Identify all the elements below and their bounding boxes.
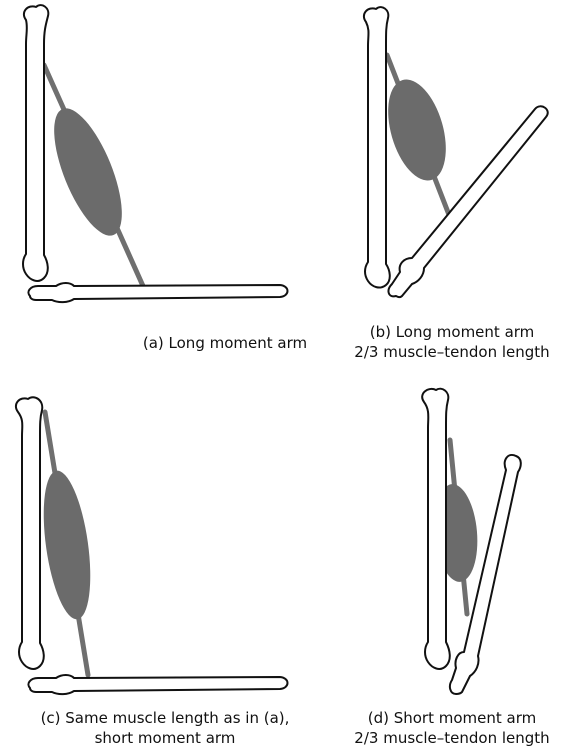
- panel-a-muscle-belly: [40, 100, 135, 244]
- panel-b-muscle-belly: [378, 73, 457, 187]
- panel-d-upper-bone: [422, 389, 450, 669]
- panel-c-lower-bone: [28, 675, 287, 694]
- panel-c-upper-bone: [16, 397, 44, 669]
- panel-c-caption-line2: short moment arm: [0, 728, 330, 748]
- panel-d-caption-line2: 2/3 muscle–tendon length: [330, 728, 574, 748]
- panel-c-caption-line1: (c) Same muscle length as in (a),: [0, 708, 330, 728]
- panel-b-caption: (b) Long moment arm 2/3 muscle–tendon le…: [330, 322, 574, 362]
- panel-b-upper-bone: [364, 7, 390, 287]
- panel-a-caption-line1: (a) Long moment arm: [120, 333, 330, 353]
- panel-d: [422, 389, 521, 694]
- panel-b-caption-line2: 2/3 muscle–tendon length: [330, 342, 574, 362]
- panel-c: [16, 397, 288, 694]
- panel-a-caption: (a) Long moment arm: [120, 333, 330, 353]
- panel-c-muscle-belly: [36, 468, 98, 622]
- panel-d-caption-line1: (d) Short moment arm: [330, 708, 574, 728]
- panel-b-caption-line1: (b) Long moment arm: [330, 322, 574, 342]
- panel-c-caption: (c) Same muscle length as in (a), short …: [0, 708, 330, 748]
- panel-a-upper-bone: [23, 5, 48, 281]
- panel-a-lower-bone: [28, 283, 287, 302]
- panel-d-caption: (d) Short moment arm 2/3 muscle–tendon l…: [330, 708, 574, 748]
- panel-b: [364, 7, 548, 297]
- panel-a: [23, 5, 288, 302]
